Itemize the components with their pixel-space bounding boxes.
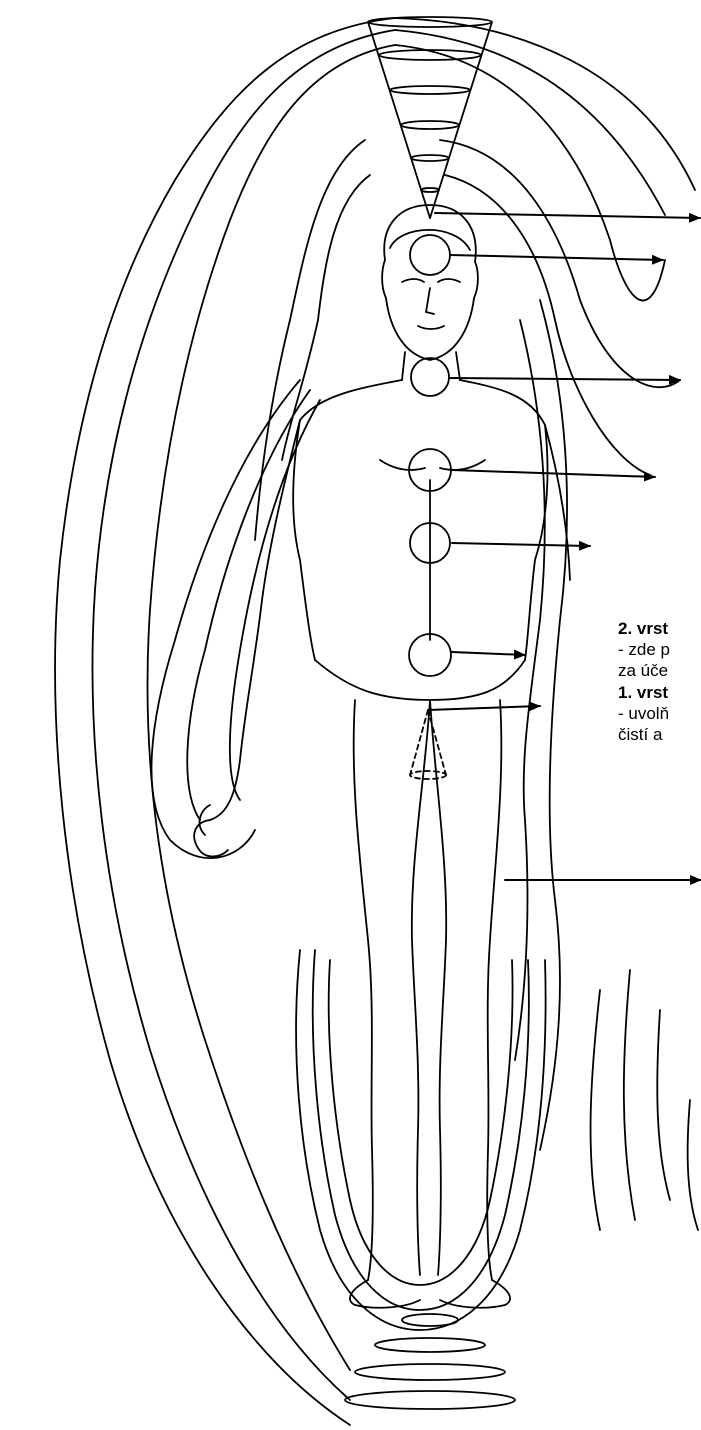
aura-layer-7 [55,18,395,1425]
annotation-line: za úče [618,660,670,681]
arrow-brow [450,255,663,260]
arrow-throat [450,378,680,380]
aura-layer-6-right [395,30,665,215]
aura-layer-bottom-inner [329,960,513,1285]
chakra-root-disc [410,771,446,779]
arrow-root [428,706,540,710]
annotation-title: 2. vrst [618,618,670,639]
chakra-throat [411,358,449,396]
aura-layer-1-right [515,320,545,1060]
mouth [418,326,444,329]
torso-left [293,420,315,660]
shoulders [300,380,545,425]
left-arm [210,420,300,820]
annotation-title: 1. vrst [618,682,669,703]
aura-layer-bottom-outer [296,950,546,1330]
human-figure [194,205,570,1308]
eyebrow-right [438,279,460,282]
pelvis [315,660,525,700]
annotation-line: - uvolň [618,703,669,724]
nose [426,288,434,314]
hair [390,230,470,250]
right-foot [440,1280,510,1308]
aura-layer-5-right [395,45,665,300]
aura-layer-2-right [540,300,567,1150]
arrow-sacral [452,652,525,655]
aura-strand-right-3 [657,1010,670,1200]
annotation-line: - zde p [618,639,670,660]
aura-strand-right-2 [624,970,635,1220]
inner-legs [412,700,446,1275]
chest-lines [380,460,485,640]
arrow-crown [435,213,700,218]
annotation-layer-2: 2. vrst - zde p za úče [618,618,670,681]
left-leg [354,700,373,1280]
aura-strand-right-4 [688,1100,698,1230]
arrow-heart [452,470,655,477]
aura-strand-right-1 [591,990,600,1230]
aura-layers [55,18,698,1425]
arrow-solar-plexus [452,543,590,546]
feet-discs [345,1314,515,1409]
aura-layer-7-right [395,18,695,190]
head-outline [382,205,478,360]
neck-left [402,352,405,380]
aura-layer-left-a [151,380,300,858]
annotation-line: čistí a [618,724,669,745]
aura-layer-3 [282,175,370,460]
right-leg [487,700,501,1280]
arrows [428,213,701,880]
chakra-brow [410,235,450,275]
eyebrow-left [402,279,424,282]
aura-layer-bottom-mid [313,950,529,1310]
aura-layer-left-c [230,400,320,800]
neck-right [456,352,460,380]
annotation-layer-1: 1. vrst - uvolň čistí a [618,682,669,745]
aura-layer-5 [147,45,395,1370]
